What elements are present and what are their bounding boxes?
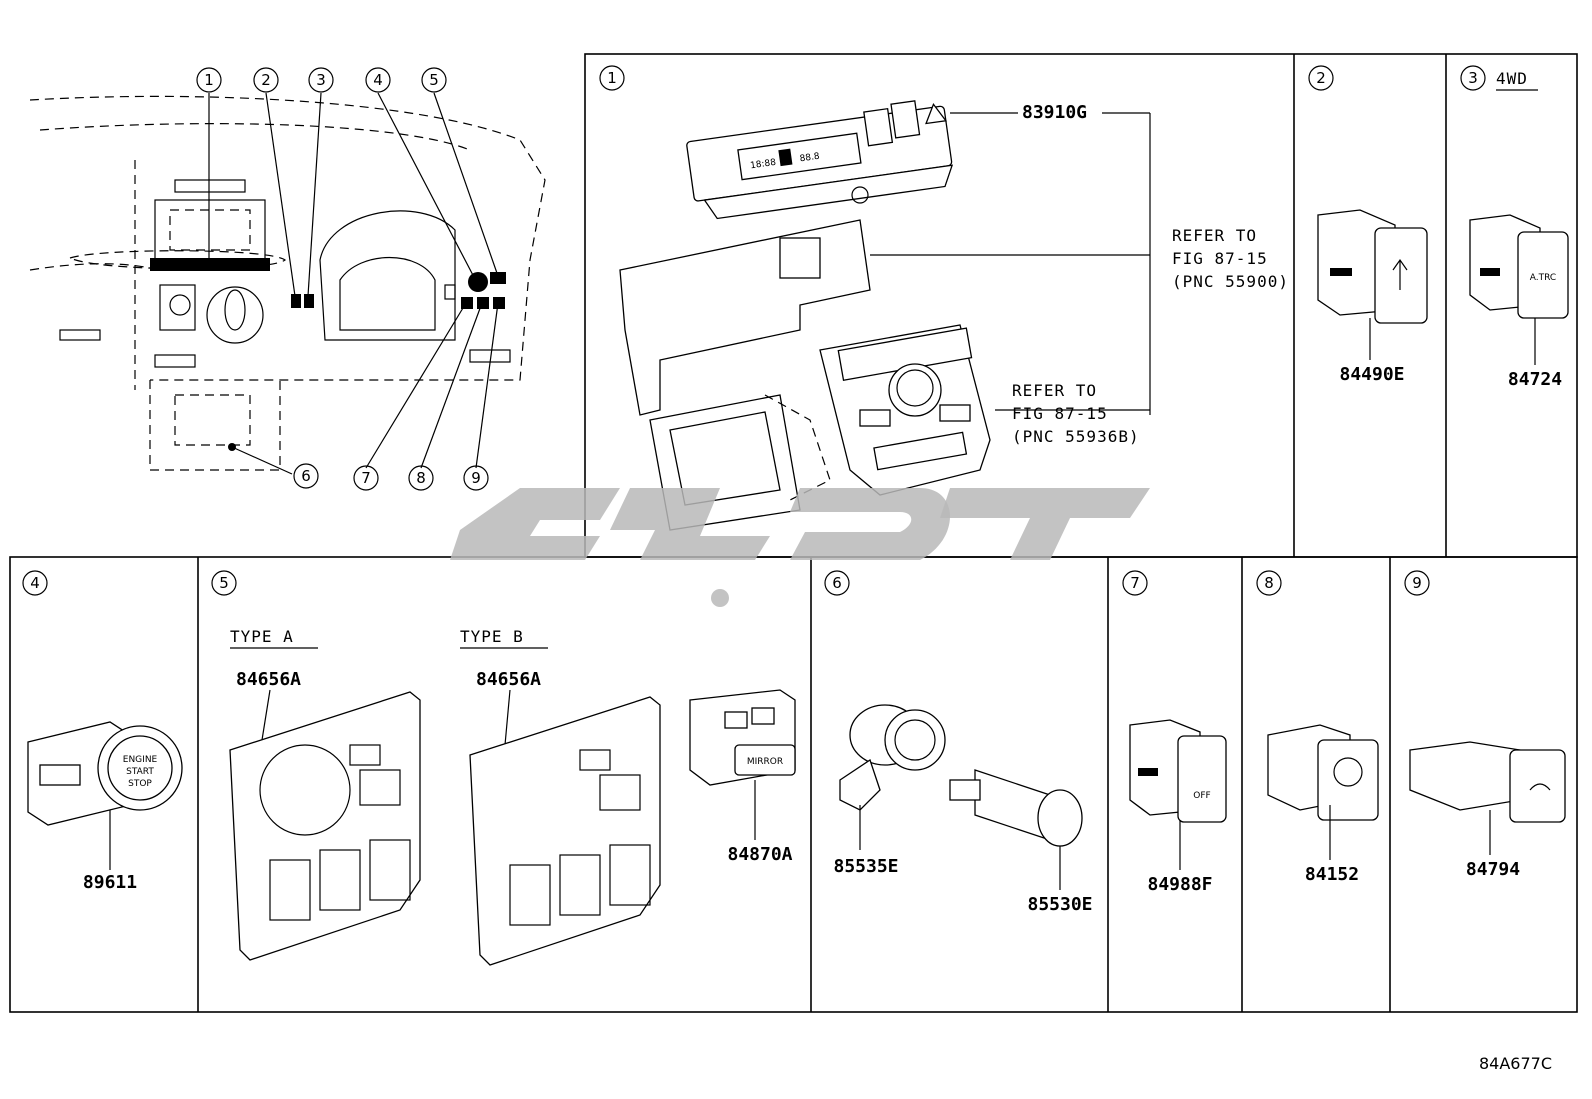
- callout-3: 3: [308, 67, 334, 93]
- display-unit: 18:88 88.8: [686, 100, 954, 220]
- climate-control: [819, 324, 991, 496]
- panel-3: 3 4WD A.TRC 84724: [1460, 65, 1569, 390]
- svg-text:START: START: [126, 767, 154, 777]
- part-84152: 84152: [1305, 864, 1359, 885]
- panel-6: 6 85535E 85530E: [824, 570, 1093, 915]
- panel-7: 7 OFF 84988F: [1122, 570, 1227, 895]
- svg-text:88.8: 88.8: [799, 152, 821, 165]
- svg-text:9: 9: [471, 469, 481, 487]
- svg-text:6: 6: [832, 574, 842, 592]
- svg-text:18:88: 18:88: [750, 158, 777, 172]
- variant-4wd: 4WD: [1496, 69, 1528, 88]
- svg-text:A.TRC: A.TRC: [1530, 273, 1556, 283]
- svg-text:7: 7: [1130, 574, 1140, 592]
- svg-text:9: 9: [1412, 574, 1422, 592]
- svg-text:1: 1: [204, 71, 214, 89]
- part-89611: 89611: [83, 872, 137, 893]
- svg-text:REFER TO: REFER TO: [1172, 226, 1257, 245]
- type-b-label: TYPE B: [460, 627, 524, 646]
- panel-2: 2 84490E: [1308, 65, 1428, 385]
- part-84794: 84794: [1466, 859, 1520, 880]
- part-84724: 84724: [1508, 369, 1562, 390]
- part-84656A-type-b: 84656A: [476, 669, 541, 690]
- panel-9: 9 84794: [1404, 570, 1566, 880]
- svg-text:(PNC 55936B): (PNC 55936B): [1012, 427, 1140, 446]
- part-84988F: 84988F: [1147, 874, 1212, 895]
- part-85530E: 85530E: [1027, 894, 1092, 915]
- panel-4: 4 ENGINE START STOP 89611: [22, 570, 183, 893]
- part-84656A-type-a: 84656A: [236, 669, 301, 690]
- panel-number-9: 9: [1404, 570, 1430, 596]
- svg-text:(PNC 55900): (PNC 55900): [1172, 272, 1289, 291]
- svg-text:REFER TO: REFER TO: [1012, 381, 1097, 400]
- svg-text:5: 5: [219, 574, 229, 592]
- svg-text:3: 3: [316, 71, 326, 89]
- panel-number-8: 8: [1256, 570, 1282, 596]
- svg-text:4: 4: [373, 71, 383, 89]
- svg-text:8: 8: [416, 469, 426, 487]
- svg-text:FIG 87-15: FIG 87-15: [1172, 249, 1268, 268]
- svg-text:2: 2: [1316, 69, 1326, 87]
- panel-8: 8 84152: [1256, 570, 1379, 885]
- svg-text:STOP: STOP: [128, 779, 152, 789]
- overview-callouts: 1 2 3 4 5 6 7 8 9: [196, 67, 489, 491]
- panel-number-1: 1: [599, 65, 625, 91]
- part-84490E: 84490E: [1339, 364, 1404, 385]
- panel-number-2: 2: [1308, 65, 1334, 91]
- panel-number-3: 3: [1460, 65, 1486, 91]
- panel-number-7: 7: [1122, 570, 1148, 596]
- dashboard-overview: [29, 92, 546, 475]
- svg-text:OFF: OFF: [1193, 791, 1210, 801]
- svg-text:5: 5: [429, 71, 439, 89]
- svg-text:ENGINE: ENGINE: [123, 755, 158, 765]
- callout-4: 4: [365, 67, 391, 93]
- panel-number-4: 4: [22, 570, 48, 596]
- svg-text:6: 6: [301, 467, 311, 485]
- svg-text:3: 3: [1468, 69, 1478, 87]
- svg-text:4: 4: [30, 574, 40, 592]
- svg-text:7: 7: [361, 469, 371, 487]
- callout-1: 1: [196, 67, 222, 93]
- watermark-logo: [450, 488, 1150, 607]
- svg-text:2: 2: [261, 71, 271, 89]
- panel-number-6: 6: [824, 570, 850, 596]
- callout-5: 5: [421, 67, 447, 93]
- figure-code: 84A677C: [1478, 1054, 1552, 1073]
- part-83910G: 83910G: [1022, 102, 1087, 123]
- svg-text:FIG 87-15: FIG 87-15: [1012, 404, 1108, 423]
- callout-9: 9: [463, 465, 489, 491]
- callout-6: 6: [293, 463, 319, 489]
- svg-text:8: 8: [1264, 574, 1274, 592]
- svg-text:1: 1: [607, 69, 617, 87]
- svg-text:MIRROR: MIRROR: [747, 757, 783, 767]
- panel-1: 1 18:88 88.8 83910G REFER TO FIG 87-1: [599, 65, 1289, 531]
- part-85535E: 85535E: [833, 856, 898, 877]
- callout-7: 7: [353, 465, 379, 491]
- callout-2: 2: [253, 67, 279, 93]
- callout-8: 8: [408, 465, 434, 491]
- type-a-label: TYPE A: [230, 627, 294, 646]
- part-84870A: 84870A: [727, 844, 792, 865]
- panel-5: 5 TYPE A TYPE B 84656A 84656A MIRROR 848…: [211, 570, 796, 966]
- panel-number-5: 5: [211, 570, 237, 596]
